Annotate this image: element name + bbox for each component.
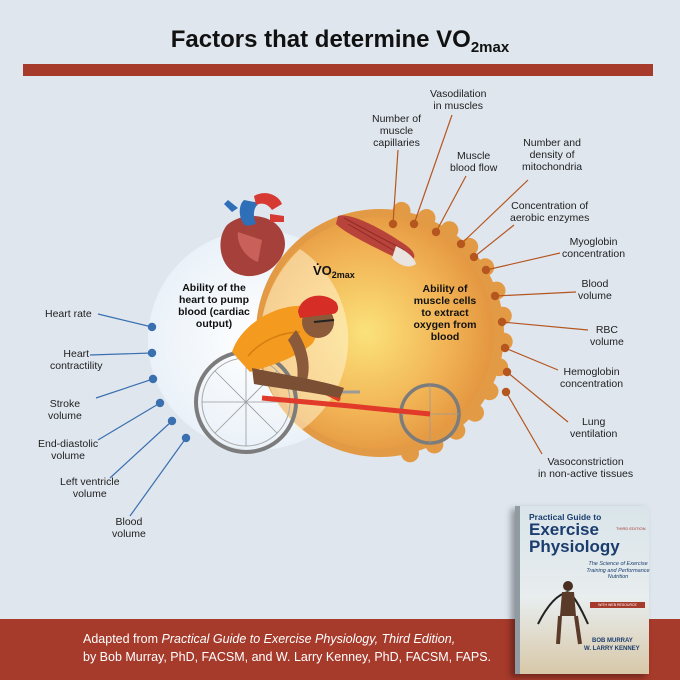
- muscle-factor-5-line: [485, 252, 561, 271]
- book-title-2: Physiology: [529, 537, 620, 556]
- muscle-factor-7-dot: [497, 317, 507, 327]
- vo2max-label: ·VO2max: [313, 257, 355, 280]
- muscle-factor-5-dot: [481, 265, 491, 275]
- muscle-factor-8-line: [504, 347, 559, 371]
- heart-factor-1-line: [89, 352, 153, 356]
- footer-credit: Adapted from Practical Guide to Exercise…: [83, 632, 492, 664]
- muscle-factor-0-line: [392, 149, 399, 225]
- muscle-factor-6-dot: [490, 291, 500, 301]
- muscle-factor-2-dot: [431, 227, 441, 237]
- heart-ability-label: Ability of the heart to pump blood (card…: [178, 282, 250, 330]
- muscle-factor-1-dot: [409, 219, 419, 229]
- factor-heart-rate: Heart rate: [45, 308, 92, 320]
- muscle-factor-4-line: [473, 224, 515, 258]
- muscle-factor-4-dot: [469, 252, 479, 262]
- wheelchair-athlete-illustration: [194, 295, 461, 454]
- muscle-factor-0-dot: [388, 219, 398, 229]
- book-edition: THIRD EDITION: [616, 526, 646, 531]
- muscle-factor-9-dot: [502, 367, 512, 377]
- heart-factor-5-line: [129, 437, 187, 517]
- heart-factor-4-dot: [167, 416, 177, 426]
- muscle-factor-9-line: [506, 371, 569, 423]
- heart-factor-4-line: [109, 420, 173, 479]
- heart-factor-3-dot: [155, 398, 165, 408]
- muscle-factor-10-line: [505, 391, 543, 455]
- heart-factor-2-line: [95, 378, 154, 399]
- book-band: WITH WEB RESOURCE: [590, 602, 645, 608]
- book-subtitle: The Science of Exercise Training and Per…: [586, 561, 650, 580]
- book-author-2: W. LARRY KENNEY: [584, 646, 640, 652]
- muscle-factor-connectors: [388, 114, 589, 455]
- heart-factor-5-dot: [181, 433, 191, 443]
- muscle-factor-7-line: [501, 321, 589, 331]
- book-title-1: Exercise: [529, 520, 599, 539]
- heart-factor-0-line: [97, 313, 153, 328]
- muscle-factor-3-dot: [456, 239, 466, 249]
- muscle-factor-3-line: [460, 179, 529, 245]
- muscle-factor-10-dot: [501, 387, 511, 397]
- muscle-factor-8-dot: [500, 343, 510, 353]
- muscle-factor-2-line: [435, 175, 467, 233]
- muscle-illustration: [336, 215, 416, 267]
- heart-factor-0-dot: [147, 322, 157, 332]
- book-cover: Practical Guide to Exercise Physiology T…: [515, 506, 650, 674]
- book-series: Practical Guide to: [529, 512, 602, 522]
- muscle-factor-1-line: [413, 114, 453, 225]
- page-title: Factors that determine VO2max: [170, 26, 510, 56]
- muscle-factor-6-line: [494, 291, 577, 297]
- book-athlete-image: [537, 581, 589, 645]
- title-rule: [23, 64, 653, 76]
- heart-factor-3-line: [97, 402, 161, 441]
- heart-factor-connectors: [89, 313, 191, 517]
- heart-factor-1-dot: [147, 348, 157, 358]
- book-author-1: BOB MURRAY: [592, 638, 633, 644]
- muscle-ability-label: Ability of muscle cells to extract oxyge…: [413, 283, 477, 343]
- heart-factor-2-dot: [148, 374, 158, 384]
- heart-illustration: [220, 193, 285, 277]
